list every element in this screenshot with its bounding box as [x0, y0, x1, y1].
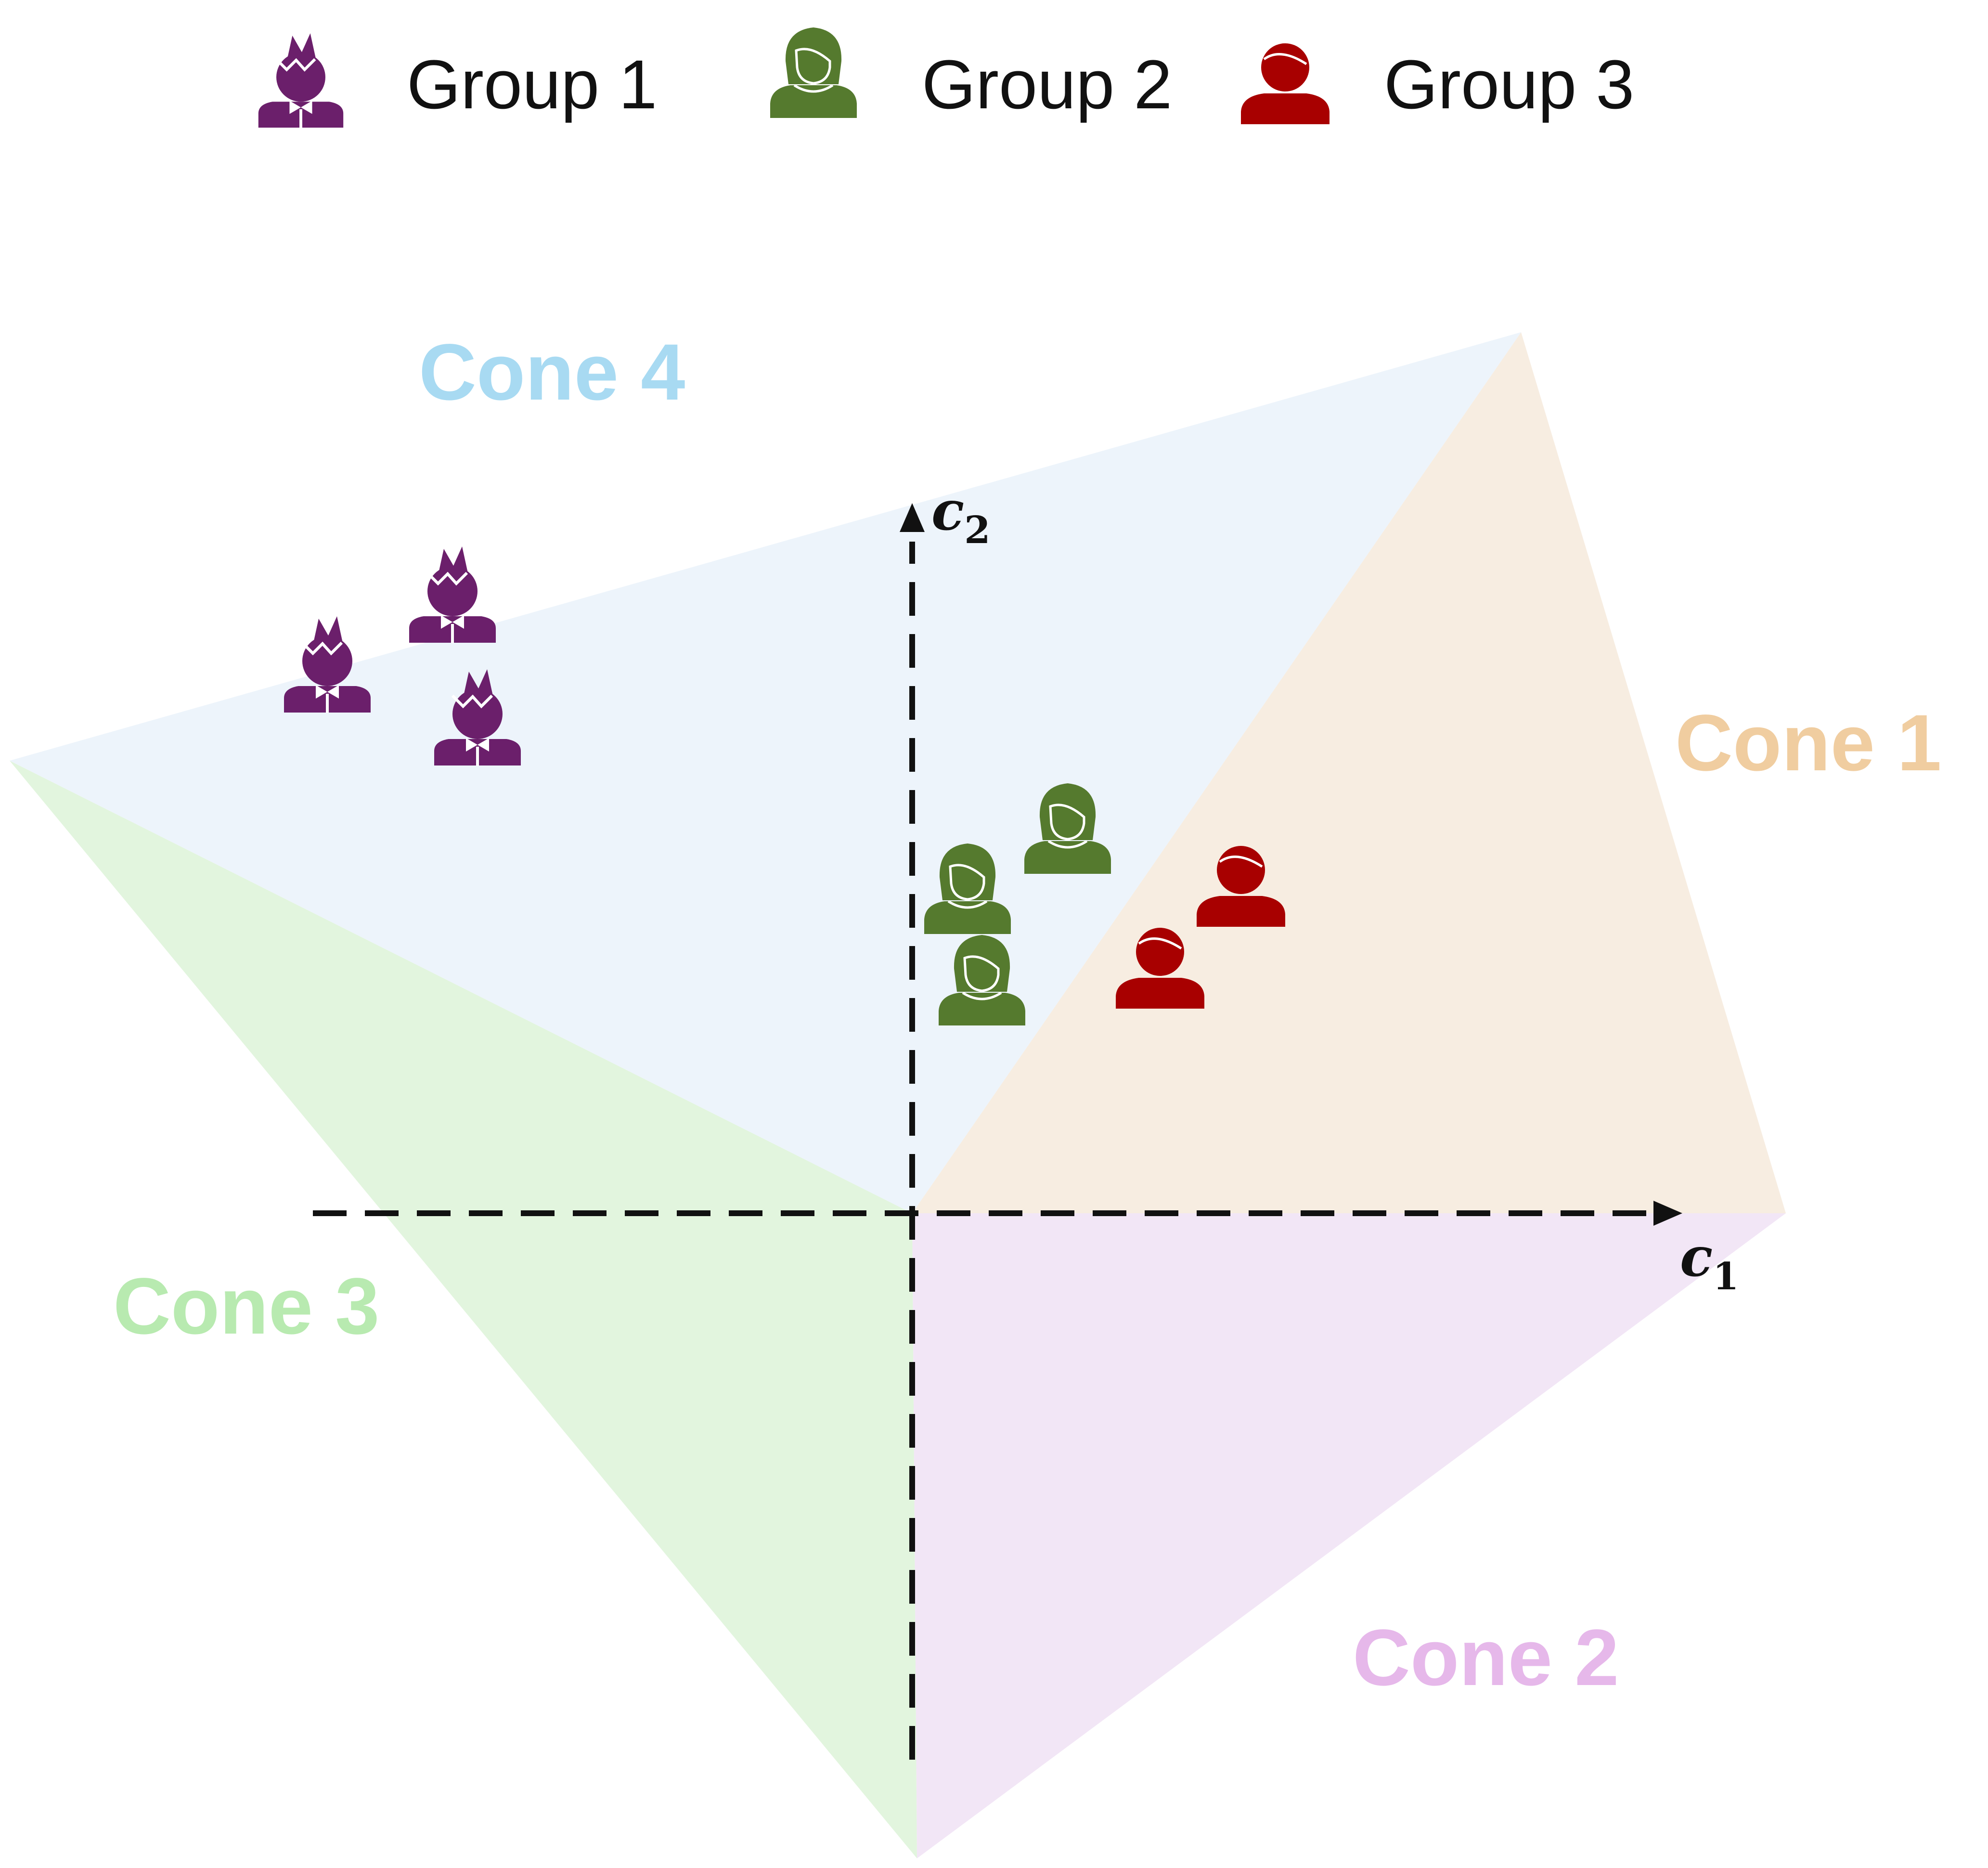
cone-2-region — [912, 1213, 1786, 1858]
legend-item-group-1: Group 1 — [258, 33, 657, 128]
legend-item-group-2: Group 2 — [770, 27, 1172, 123]
person-icon — [1241, 43, 1330, 124]
x-axis-label: c1 — [1680, 1226, 1739, 1298]
legend-item-group-3: Group 3 — [1241, 43, 1634, 124]
legend-label-group-1: Group 1 — [407, 46, 657, 123]
person-female-icon — [770, 27, 857, 118]
y-axis-label: c2 — [931, 480, 990, 552]
legend-label-group-3: Group 3 — [1384, 46, 1634, 123]
person-male-icon — [409, 546, 496, 643]
cone-3-region — [10, 761, 917, 1858]
cone-2-label: Cone 2 — [1353, 1613, 1619, 1702]
y-axis-arrowhead — [900, 503, 925, 532]
person-male-icon — [258, 33, 343, 128]
legend: Group 1 Group 2 Group 3 — [258, 27, 1634, 128]
cone-3-label: Cone 3 — [113, 1262, 379, 1351]
cone-4-region — [10, 332, 1521, 1213]
cone-1-label: Cone 1 — [1675, 699, 1941, 788]
x-axis-arrowhead — [1653, 1201, 1682, 1226]
cone-4-label: Cone 4 — [419, 328, 685, 417]
legend-label-group-2: Group 2 — [922, 46, 1172, 123]
